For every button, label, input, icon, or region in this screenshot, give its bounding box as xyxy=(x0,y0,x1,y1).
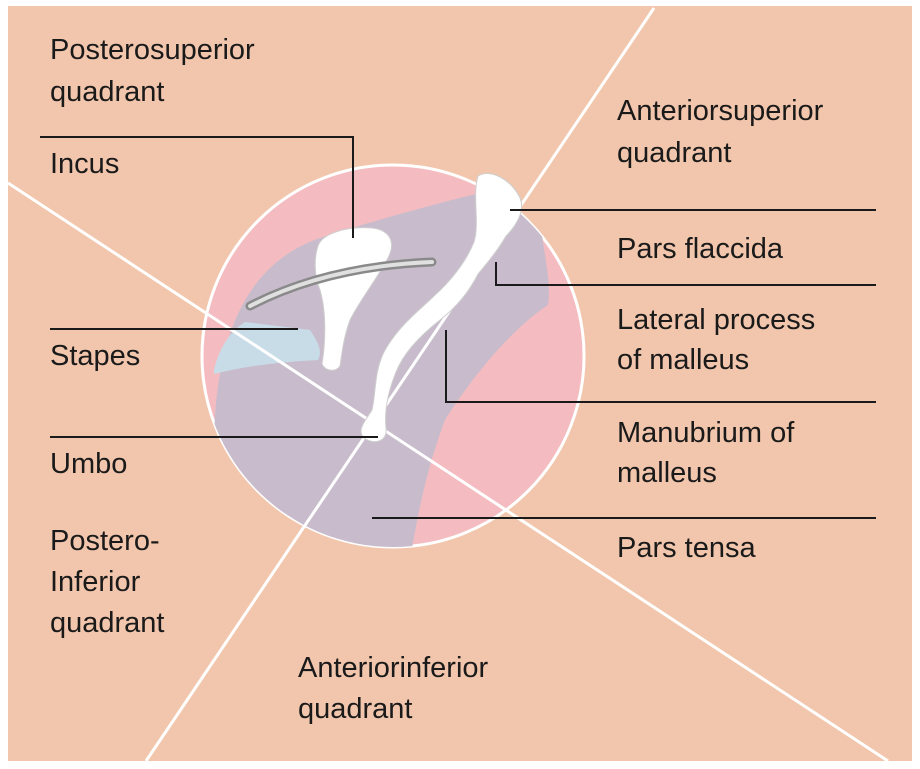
label-lateral-process: Lateral process of malleus xyxy=(617,304,823,376)
label-anteriorsuperior: Anteriorsuperior quadrant xyxy=(617,95,831,169)
label-stapes: Stapes xyxy=(50,340,140,372)
quadrant-line-nw xyxy=(7,181,889,763)
label-manubrium: Manubrium of malleus xyxy=(617,417,802,489)
label-incus: Incus xyxy=(50,148,119,180)
label-pars-tensa: Pars tensa xyxy=(617,532,756,564)
leader-manubrium xyxy=(445,330,876,403)
leader-incus xyxy=(40,136,354,238)
leader-lines xyxy=(40,136,876,519)
leader-lateral-process xyxy=(495,262,876,286)
malleus-ossicle xyxy=(360,173,522,443)
label-umbo: Umbo xyxy=(50,448,127,480)
quadrant-line-ne xyxy=(144,7,656,762)
label-posteroinferior: Postero- Inferior quadrant xyxy=(50,525,168,639)
label-posterosuperior: Posterosuperior quadrant xyxy=(50,34,263,108)
label-anteriorinferior: Anteriorinferior quadrant xyxy=(298,652,496,725)
label-pars-flaccida: Pars flaccida xyxy=(617,233,784,265)
